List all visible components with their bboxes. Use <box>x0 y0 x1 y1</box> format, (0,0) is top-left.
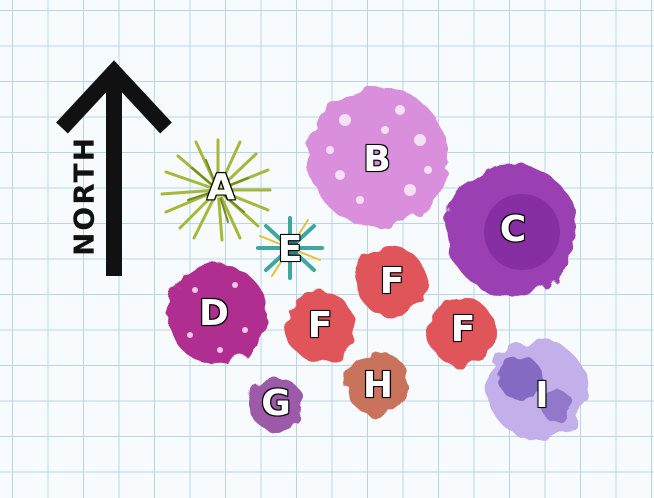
plant-label-h: H <box>353 368 403 404</box>
plant-label-b: B <box>352 142 402 178</box>
plant-label-g: G <box>251 386 301 422</box>
plant-label-c: C <box>488 212 538 248</box>
plant-label-f1: F <box>367 264 417 300</box>
plant-label-f2: F <box>295 308 345 344</box>
north-label: NORTH <box>68 136 101 256</box>
plant-label-i: I <box>517 378 567 414</box>
plant-label-a: A <box>196 170 246 206</box>
plant-label-e: E <box>265 232 315 268</box>
plant-label-d: D <box>189 296 239 332</box>
plant-label-f3: F <box>438 312 488 348</box>
